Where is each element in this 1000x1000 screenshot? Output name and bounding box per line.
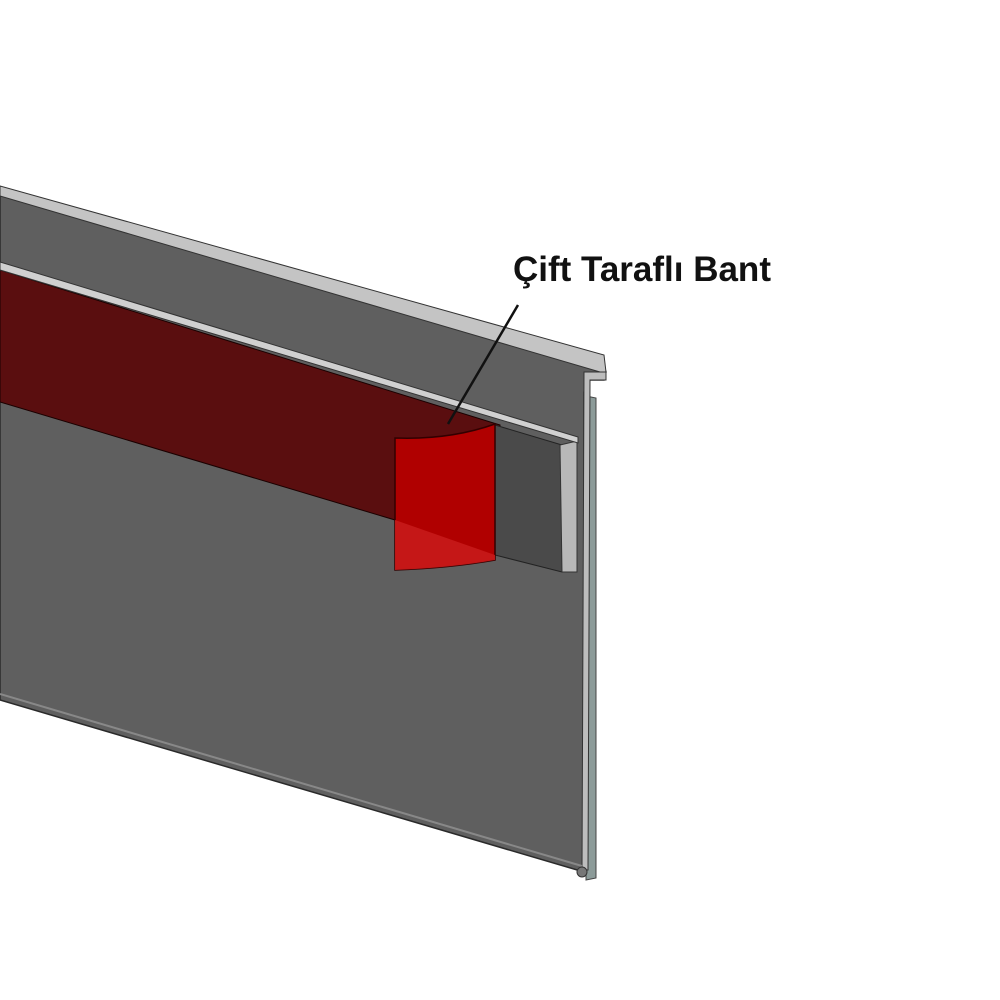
leader-line [446,304,520,425]
bottom-edge [0,693,583,867]
ledge-strip [0,261,579,444]
holder-block-edge [559,440,578,573]
tape-label: Çift Taraflı Bant [513,250,771,289]
holder-block [494,424,563,573]
